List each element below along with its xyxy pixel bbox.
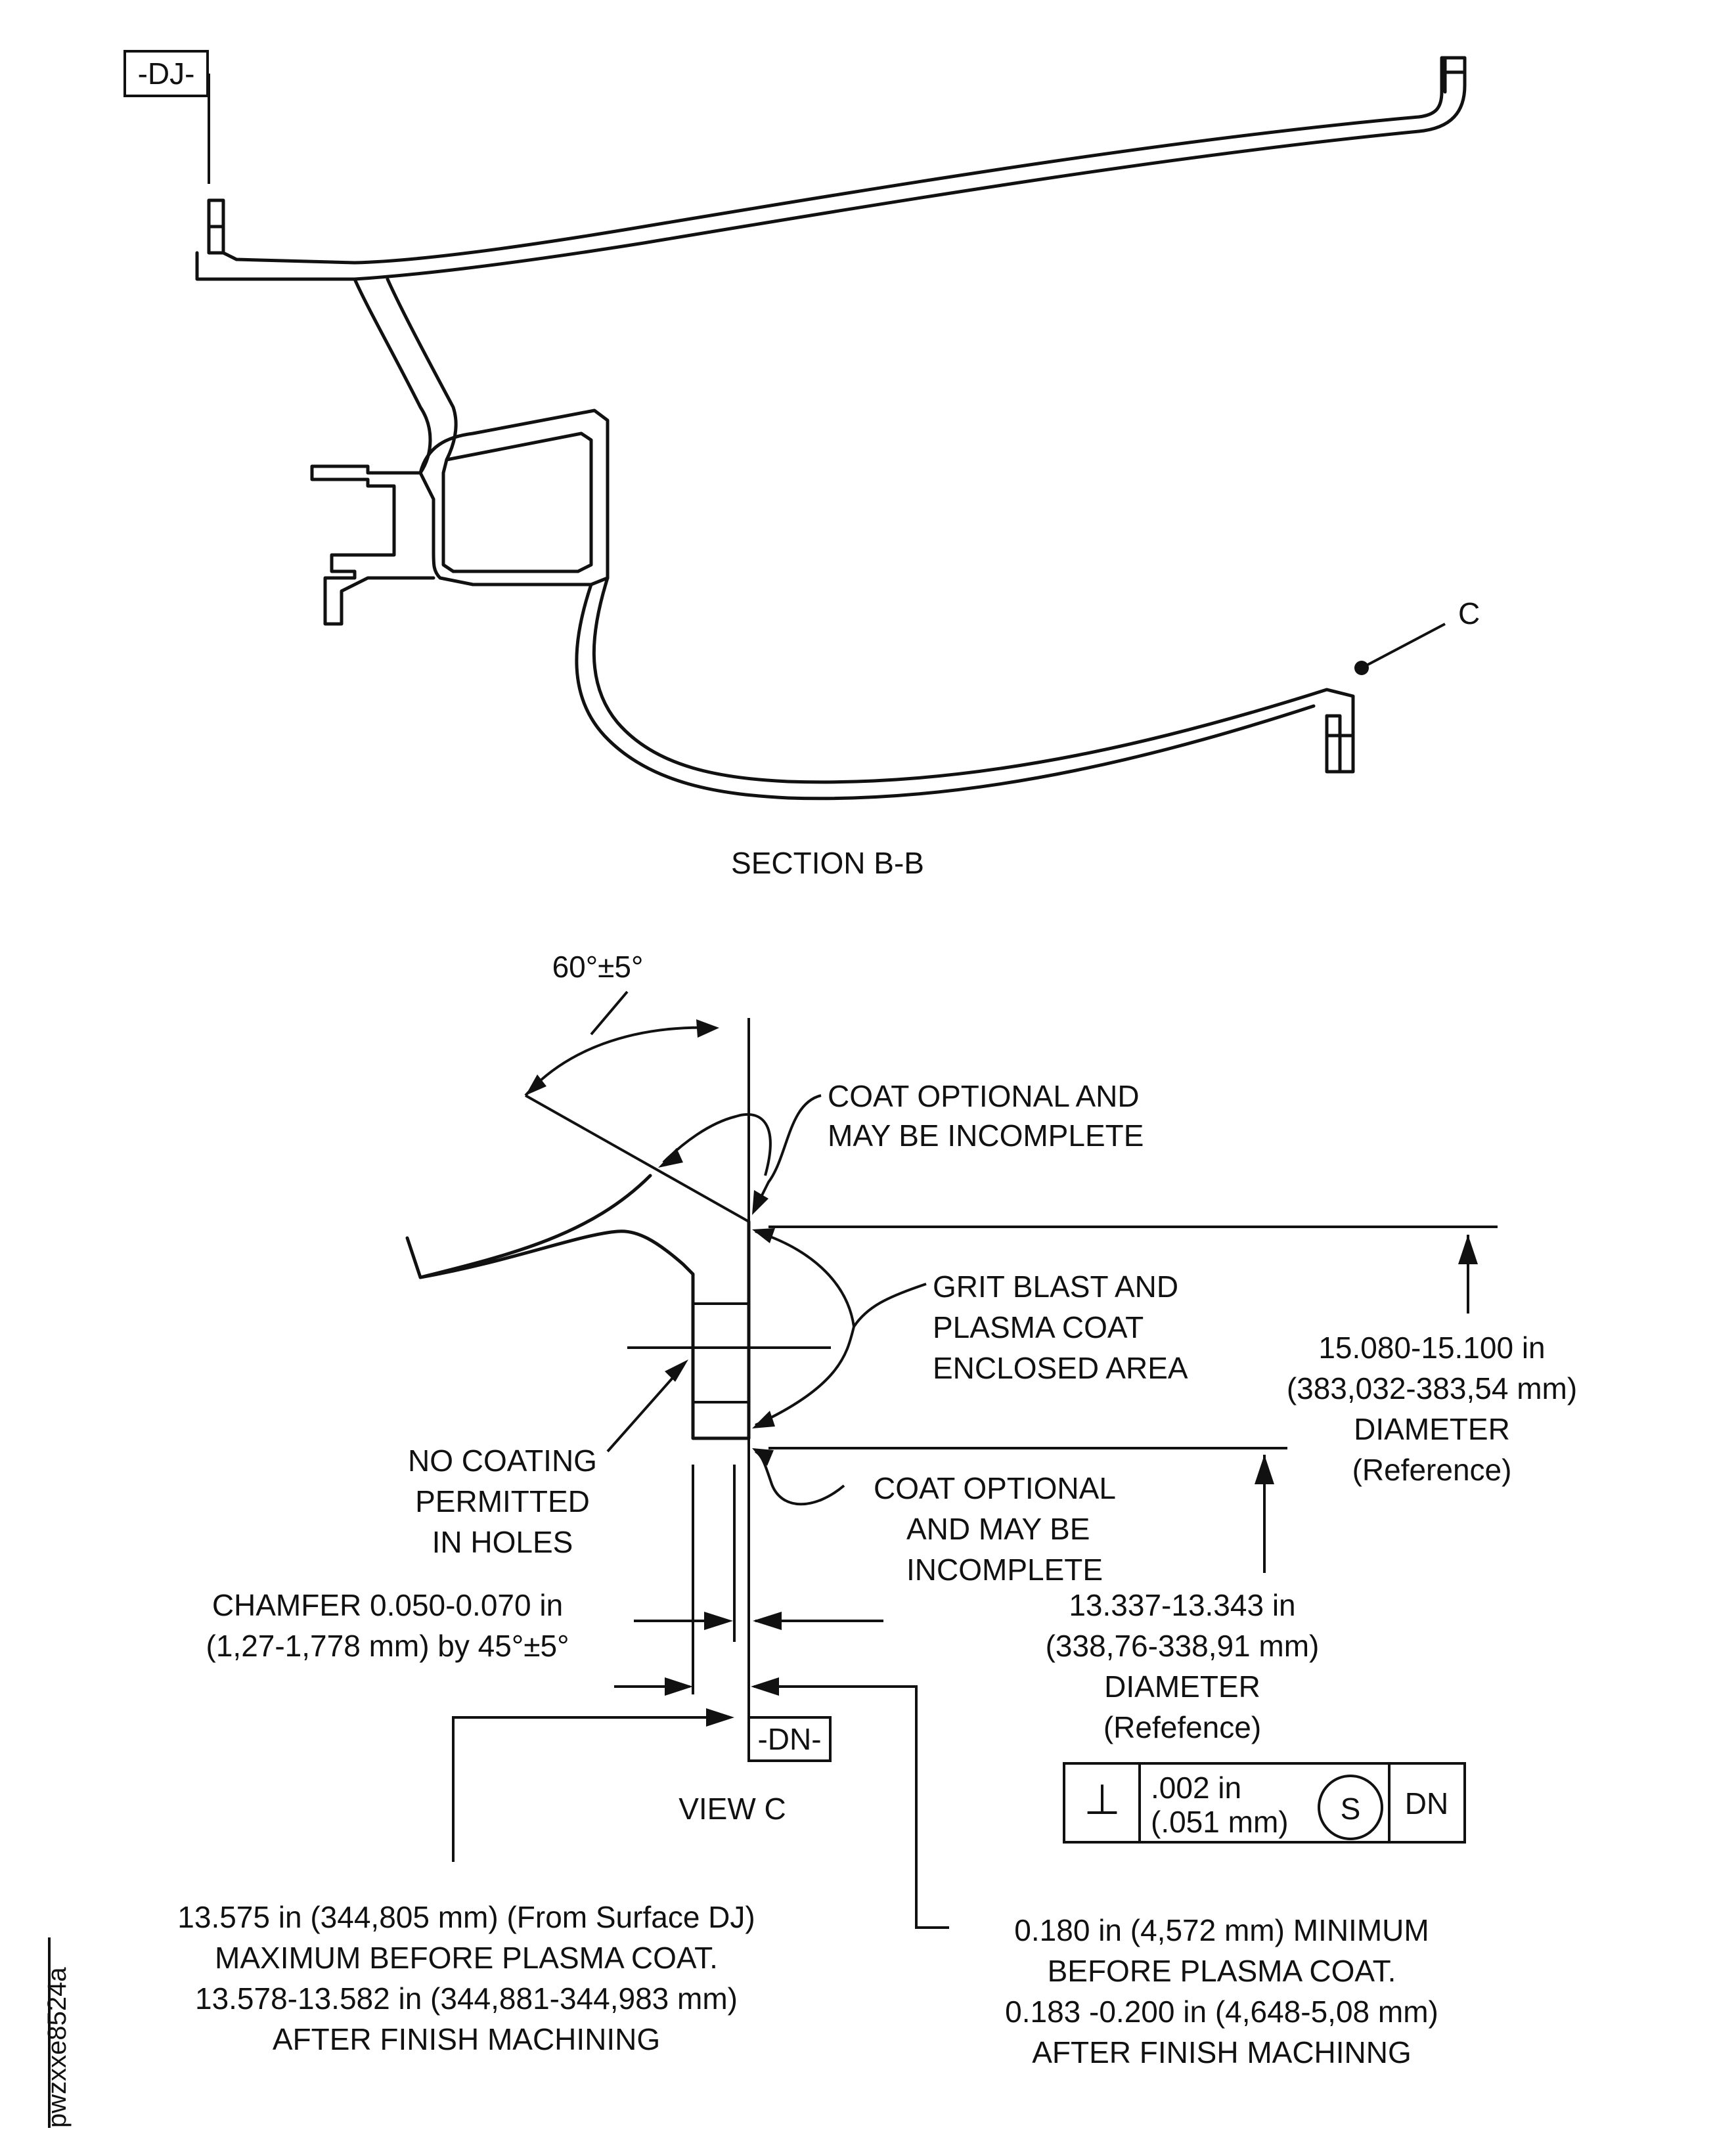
hub-box-inner (441, 431, 593, 573)
tolerance-frame: ⊥ .002 in (.051 mm) S DN (1063, 1762, 1466, 1844)
coat-top-leader-2 (662, 1113, 772, 1176)
grit-blast-line1: GRIT BLAST AND (933, 1270, 1178, 1304)
diameter-outer-line1: 15.080-15.100 in (1318, 1331, 1545, 1365)
diameter-outer-arrow (1458, 1235, 1478, 1264)
left-hub-mount (310, 464, 435, 626)
coat-optional-top-line2: MAY BE INCOMPLETE (828, 1118, 1144, 1153)
note-left-line4: AFTER FINISH MACHINING (273, 2022, 660, 2056)
diagonal-strut (353, 277, 458, 475)
no-coating-line2: PERMITTED (415, 1484, 590, 1518)
coat-top-leader-1 (754, 1094, 822, 1209)
coat-top-arrow-1 (752, 1190, 768, 1215)
diameter-inner-line4: (Refefence) (1103, 1710, 1261, 1744)
width-dim-right (754, 1685, 949, 1929)
coat-top-arrow-2 (658, 1148, 683, 1168)
coat-bottom-arrow (752, 1448, 774, 1466)
view-c-title: VIEW C (679, 1792, 786, 1826)
angle-arc (524, 1026, 717, 1097)
width-arrow-right (751, 1677, 779, 1696)
diameter-outer-line4: (Reference) (1352, 1453, 1512, 1487)
callout-c-leader (1361, 623, 1446, 669)
view-c-hole-lines (693, 1302, 749, 1403)
coat-optional-bottom-line3: INCOMPLETE (906, 1553, 1103, 1587)
section-bb-title: SECTION B-B (731, 846, 924, 880)
diameter-inner-line3: DIAMETER (1104, 1669, 1260, 1704)
datum-dn-label: -DN- (757, 1722, 821, 1756)
hub-box-outer (418, 409, 610, 586)
datum-dj-box (123, 50, 209, 97)
angle-leader (590, 990, 629, 1036)
modifier-circle-icon (1318, 1775, 1383, 1840)
datum-dj-label: -DJ- (138, 56, 195, 91)
diameter-outer-line2: (383,032-383,54 mm) (1287, 1371, 1577, 1405)
diameter-outer-line3: DIAMETER (1354, 1412, 1510, 1446)
view-c: 60°±5° COAT OPTIONAL AND MAY BE INCOMPLE… (177, 950, 1577, 2069)
callout-c-label: C (1458, 596, 1480, 630)
figure-id: pwzxxe8524a (43, 1937, 72, 2128)
upper-skin-inner (221, 57, 1444, 265)
grit-blast-line3: ENCLOSED AREA (933, 1351, 1188, 1385)
tolerance-value-in: .002 in (1151, 1771, 1241, 1805)
left-flange (207, 198, 225, 255)
tolerance-frame-border (1063, 1762, 1466, 1844)
note-right-line1: 0.180 in (4,572 mm) MINIMUM (1014, 1913, 1429, 1947)
depth-dim-leader (452, 1716, 713, 1862)
right-bottom-flange (1325, 714, 1355, 774)
no-coating-leader (606, 1365, 684, 1453)
grit-blast-leader (755, 1283, 927, 1426)
upper-skin-outer (195, 57, 1467, 281)
tolerance-datum: DN (1405, 1786, 1448, 1821)
grit-blast-leader-up (755, 1230, 855, 1327)
figure-id-label: pwzxxe8524a (43, 1967, 72, 2128)
tolerance-modifier: S (1341, 1792, 1361, 1826)
grit-blast-arrow-low (752, 1411, 775, 1428)
datum-dn-box (747, 1716, 832, 1762)
diameter-inner-arrow (1255, 1455, 1274, 1484)
coat-optional-bottom-line2: AND MAY BE (906, 1512, 1090, 1546)
note-left-line1: 13.575 in (344,805 mm) (From Surface DJ) (177, 1900, 755, 1934)
lower-shell-inner (575, 583, 1316, 801)
right-top-flange (1440, 56, 1467, 94)
grit-blast-line2: PLASMA COAT (933, 1310, 1144, 1344)
note-right-line3: 0.183 -0.200 in (4,648-5,08 mm) (1005, 1995, 1438, 2029)
chamfer-arrow-left (704, 1612, 733, 1630)
angle-arrow-right (696, 1019, 719, 1038)
perpendicularity-symbol-icon: ⊥ (1084, 1776, 1121, 1823)
chamfer-line1: CHAMFER 0.050-0.070 in (212, 1588, 563, 1622)
width-arrow-left (665, 1677, 693, 1696)
coat-optional-bottom-line1: COAT OPTIONAL (874, 1471, 1116, 1505)
note-right-line4: AFTER FINISH MACHINNG (1032, 2035, 1412, 2069)
chamfer-arrow-right (753, 1612, 782, 1630)
section-bb: -DJ- C SECTION B-B (123, 50, 1480, 880)
note-right-line2: BEFORE PLASMA COAT. (1048, 1954, 1396, 1988)
angle-label: 60°±5° (552, 950, 644, 984)
grit-blast-arrow-high (752, 1228, 775, 1243)
diameter-inner-line2: (338,76-338,91 mm) (1046, 1629, 1320, 1663)
lower-shell-outer (592, 576, 1355, 784)
coat-optional-top-line1: COAT OPTIONAL AND (828, 1079, 1140, 1113)
chamfer-line2: (1,27-1,778 mm) by 45°±5° (206, 1629, 569, 1663)
no-coating-line1: NO COATING (408, 1444, 597, 1478)
angle-arrow-left (525, 1074, 546, 1095)
tolerance-value-mm: (.051 mm) (1151, 1805, 1289, 1839)
no-coating-arrow (665, 1359, 688, 1382)
note-left-line2: MAXIMUM BEFORE PLASMA COAT. (215, 1941, 718, 1975)
diameter-inner-line1: 13.337-13.343 in (1069, 1588, 1295, 1622)
depth-arrow (706, 1708, 734, 1727)
view-c-flange (405, 1174, 751, 1440)
angle-ref-line (525, 1094, 749, 1223)
no-coating-line3: IN HOLES (432, 1525, 573, 1559)
note-left-line3: 13.578-13.582 in (344,881-344,983 mm) (195, 1981, 738, 2016)
